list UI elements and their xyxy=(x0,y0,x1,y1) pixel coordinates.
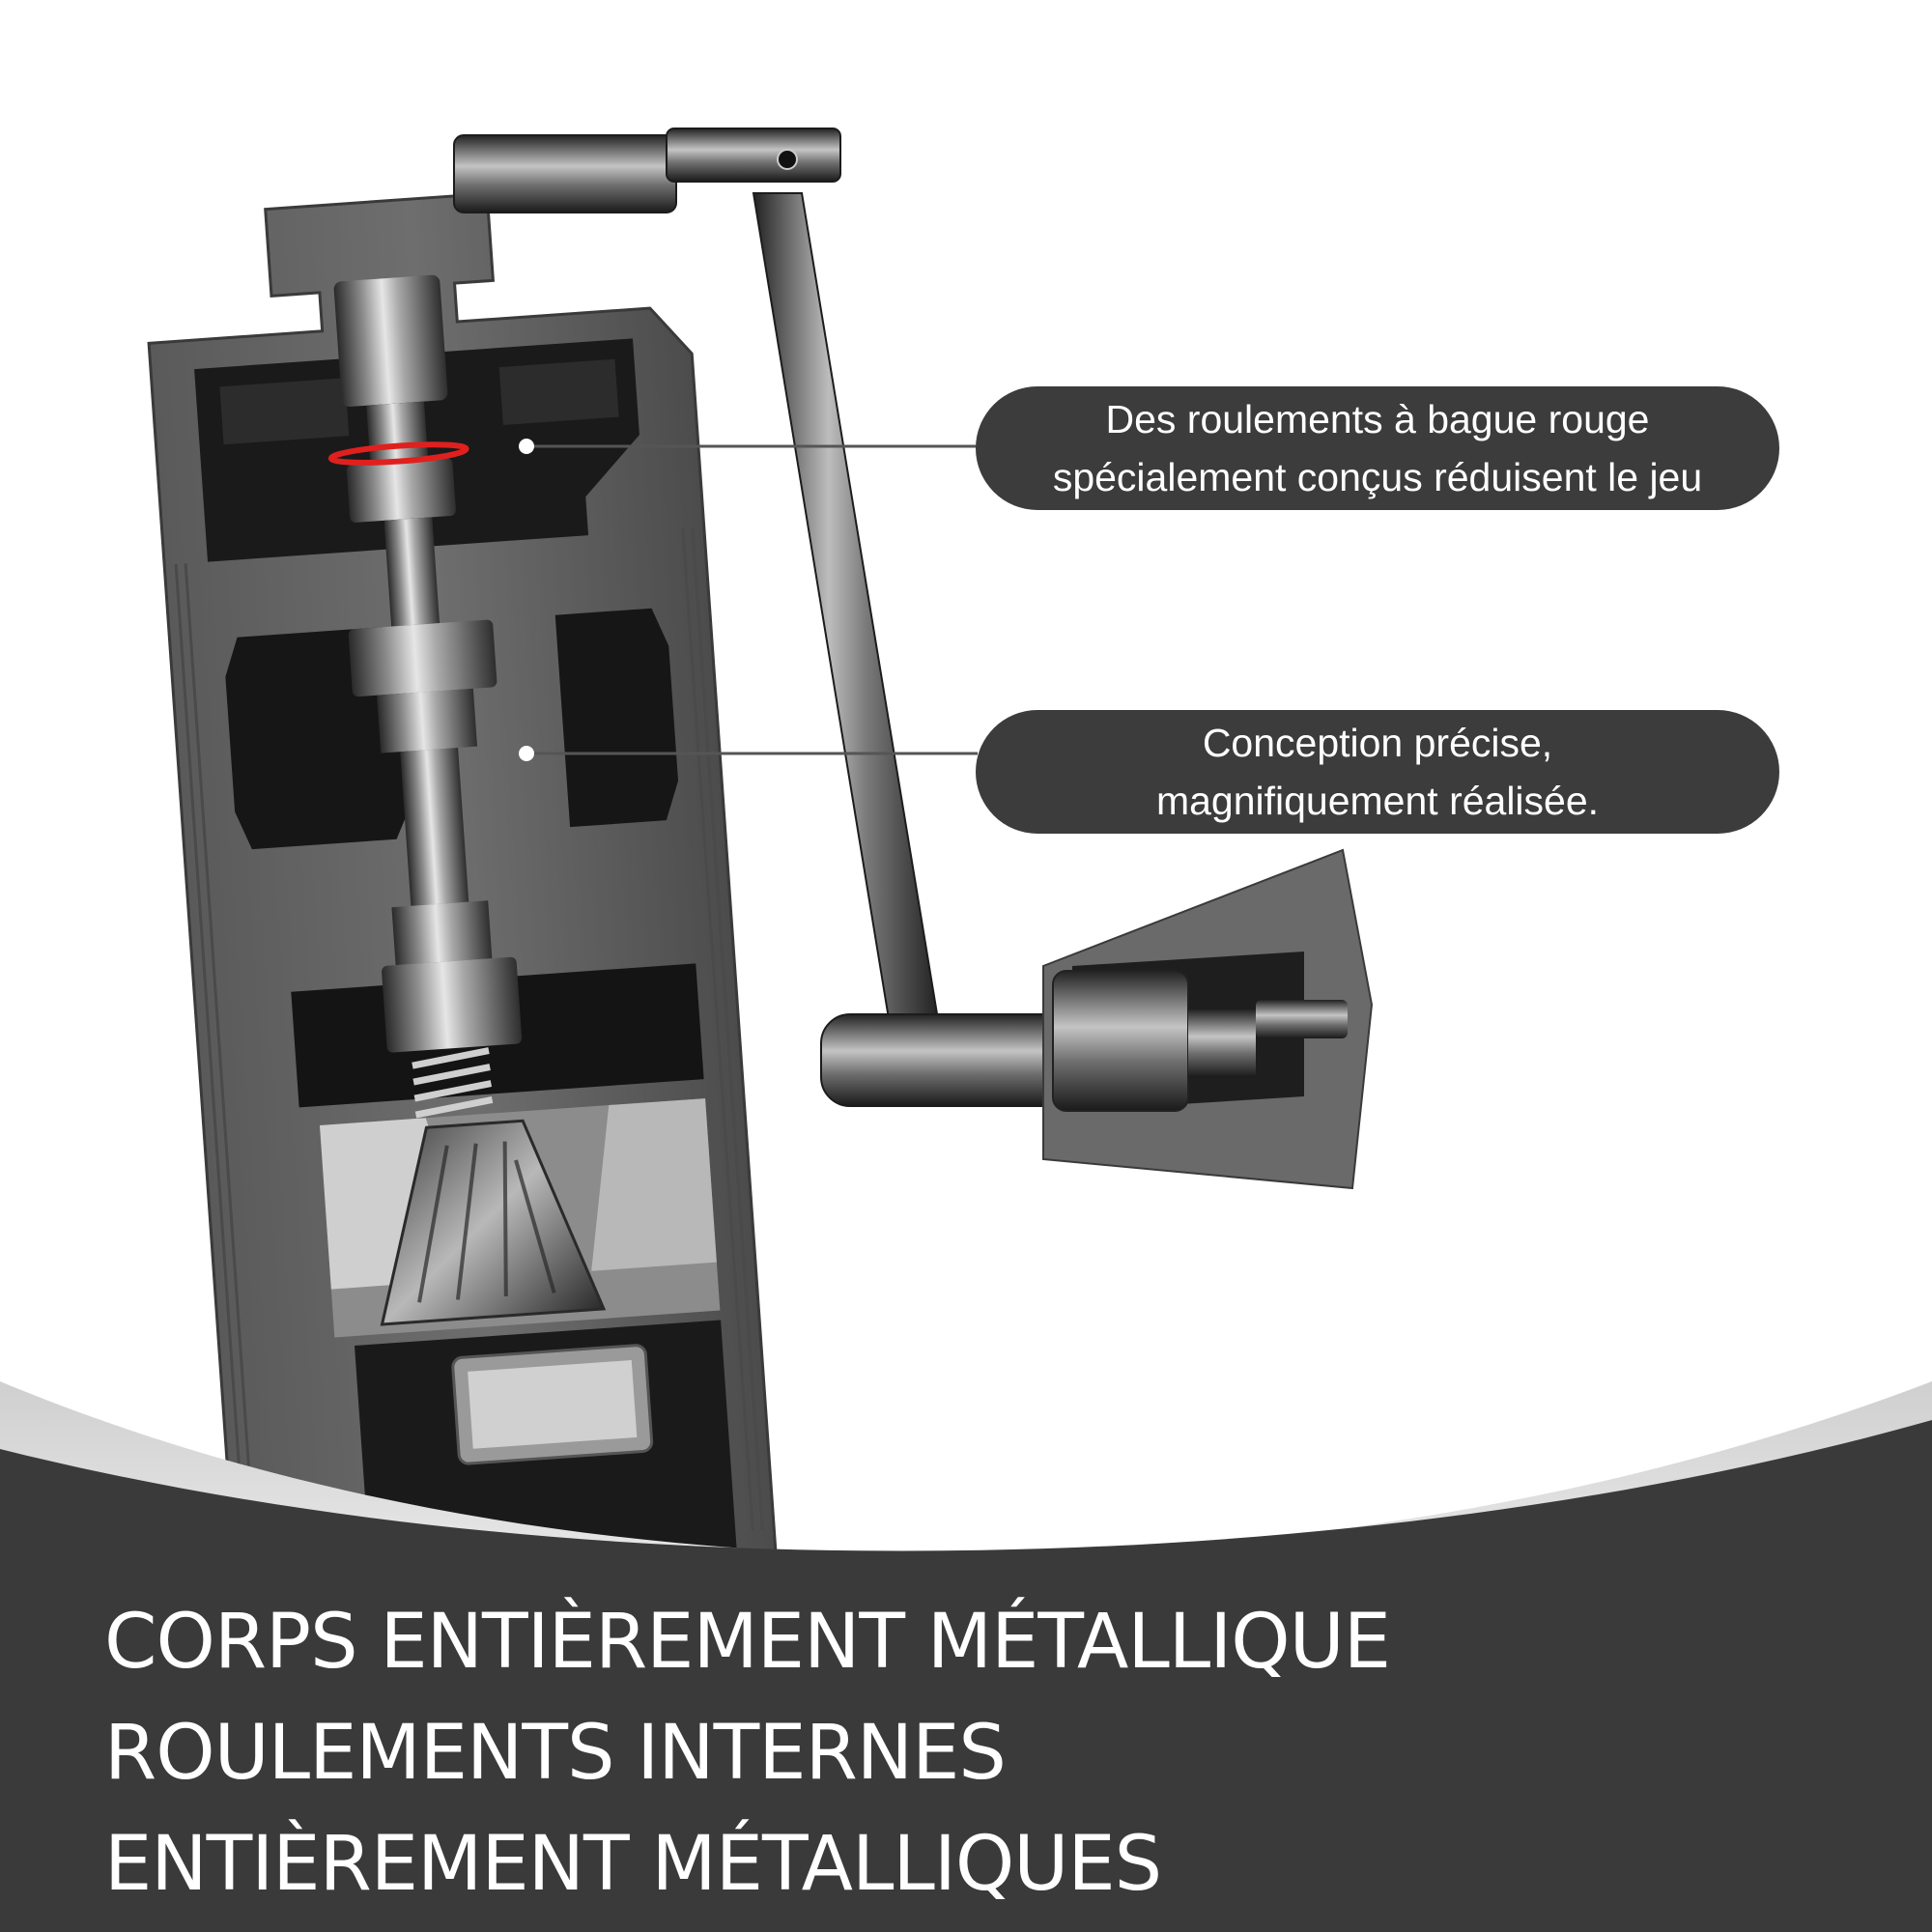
bottom-band xyxy=(0,1420,1932,1932)
callout-design-line2: magnifiquement réalisée. xyxy=(1155,779,1600,823)
headline-line-3: ENTIÈREMENT MÉTALLIQUES xyxy=(104,1821,1162,1908)
headline-line-2: ROULEMENTS INTERNES xyxy=(104,1710,1007,1797)
callout-leaders xyxy=(526,444,978,755)
callout-bearings-line1: Des roulements à bague rouge xyxy=(1105,397,1650,441)
callout-bearings-line2: spécialement conçus réduisent le jeu xyxy=(1052,455,1703,499)
callout-design: Conception précise, magnifiquement réali… xyxy=(976,710,1779,834)
headline-line-1: CORPS ENTIÈREMENT MÉTALLIQUE xyxy=(104,1599,1391,1686)
callout-design-line1: Conception précise, xyxy=(1202,721,1553,765)
leader-dot-2 xyxy=(519,746,534,761)
crank-handle xyxy=(453,128,1374,1190)
callout-bearings: Des roulements à bague rouge spécialemen… xyxy=(976,386,1779,510)
central-shaft xyxy=(333,274,607,1326)
leader-dot-1 xyxy=(519,439,534,454)
red-bearing-ring xyxy=(327,441,469,466)
